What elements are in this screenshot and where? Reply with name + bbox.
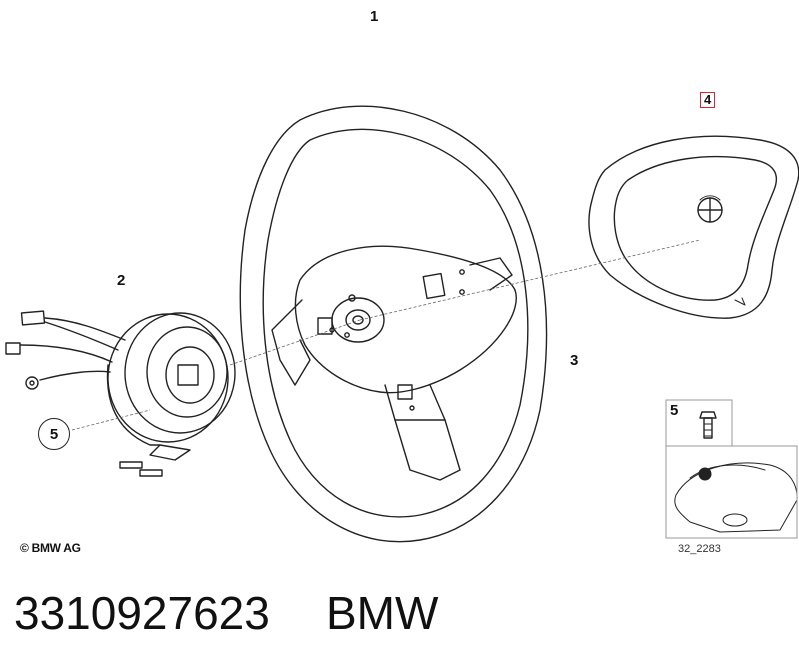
screw [699, 411, 717, 439]
steering-wheel [239, 105, 548, 543]
callout-5-inset: 5 [670, 402, 679, 419]
car-silhouette-inset [674, 462, 798, 533]
callout-2: 2 [117, 272, 126, 289]
leader-line-screw [71, 409, 151, 431]
leader-line-wheel-airbag [359, 239, 701, 321]
callout-5-circled: 5 [38, 418, 70, 450]
part-number: 3310927623 [14, 587, 270, 639]
clock-spring [5, 310, 236, 477]
callout-1: 1 [370, 8, 379, 25]
callout-4: 4 [700, 92, 716, 108]
airbag-module [588, 135, 799, 319]
copyright: © BMW AG [20, 541, 81, 555]
car-inset-frame [665, 445, 798, 539]
callout-3: 3 [570, 352, 579, 369]
brand: BMW [326, 587, 439, 639]
callout-5-label: 5 [49, 425, 59, 443]
leader-line-ring-wheel [229, 319, 361, 366]
diagram-reference: 32_2283 [678, 543, 721, 555]
